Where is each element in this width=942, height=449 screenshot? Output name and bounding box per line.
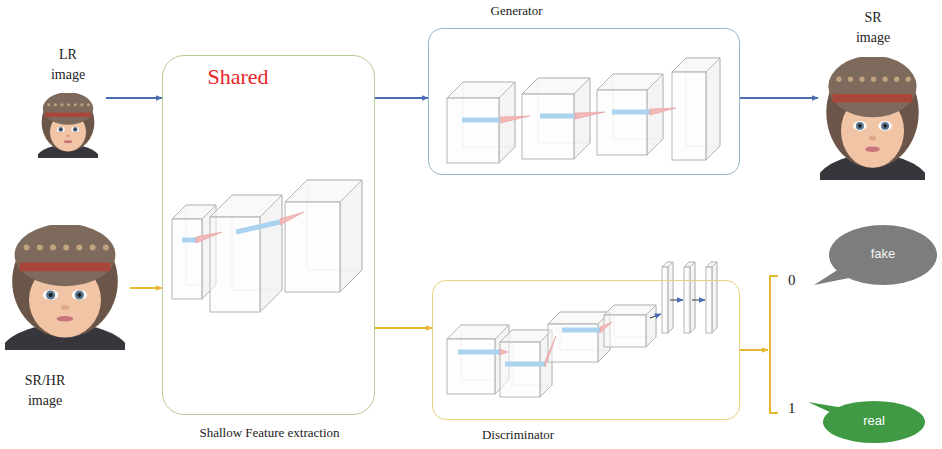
layer-cube [522,78,590,159]
layer-cube [597,74,663,155]
bubble-body [823,401,925,443]
node-label: fake [828,247,938,262]
image-panel: SR/HR image [5,225,130,410]
layer-cube [172,205,216,299]
layer-cube [500,330,552,397]
conv-kernel [540,112,605,119]
conv-kernel [458,349,508,355]
output-value: 1 [788,400,796,417]
output-arrow [740,349,768,351]
conv-kernel [462,116,530,123]
generator-layers [447,58,720,163]
flatten-link [650,314,661,318]
layer-cube [604,305,656,347]
generator-box: Generator [428,28,740,175]
output-bracket [770,276,778,413]
flow-arrow [740,97,818,99]
node-label: LR image [46,45,90,84]
baby-photo [5,225,125,350]
baby-photo [38,93,98,158]
flow-arrow [130,287,162,289]
node-label: Discriminator [463,428,573,443]
flatten-link [692,300,705,301]
layer-cube [706,262,717,333]
flow-arrow [375,327,432,329]
image-panel: SR image [818,8,928,182]
layer-cube [210,195,282,312]
layer-cube [447,82,515,163]
output-value: 0 [788,272,796,289]
flow-arrow [106,97,162,99]
node-label: SR image [851,8,895,47]
layer-cube [662,262,673,333]
discriminator-box: Discriminator [432,280,740,420]
node-label: SR/HR image [15,371,75,410]
conv-kernel [562,322,612,333]
conv-kernel [182,232,222,243]
bubble-body [829,225,937,285]
speech-bubble: fake [828,223,938,287]
discriminator-layers [447,262,717,397]
conv-kernel [505,336,556,367]
node-label: real [822,414,926,429]
node-caption: Shallow Feature extraction [163,426,376,441]
image-panel: LR image [30,45,106,160]
flatten-link [670,300,683,301]
layer-cube [285,180,362,292]
node-label: Shared [183,64,293,89]
layer-cube [548,312,610,362]
layer-cube [672,58,720,160]
shared-feature-box: SharedShallow Feature extraction [162,55,375,415]
baby-photo [820,57,925,180]
conv-kernel [236,212,304,232]
speech-bubble: real [822,400,926,444]
layer-cube [684,262,695,333]
conv-kernel [612,108,676,115]
node-label: Generator [469,4,564,19]
flow-arrow [375,97,428,99]
shared-layers [172,180,362,312]
